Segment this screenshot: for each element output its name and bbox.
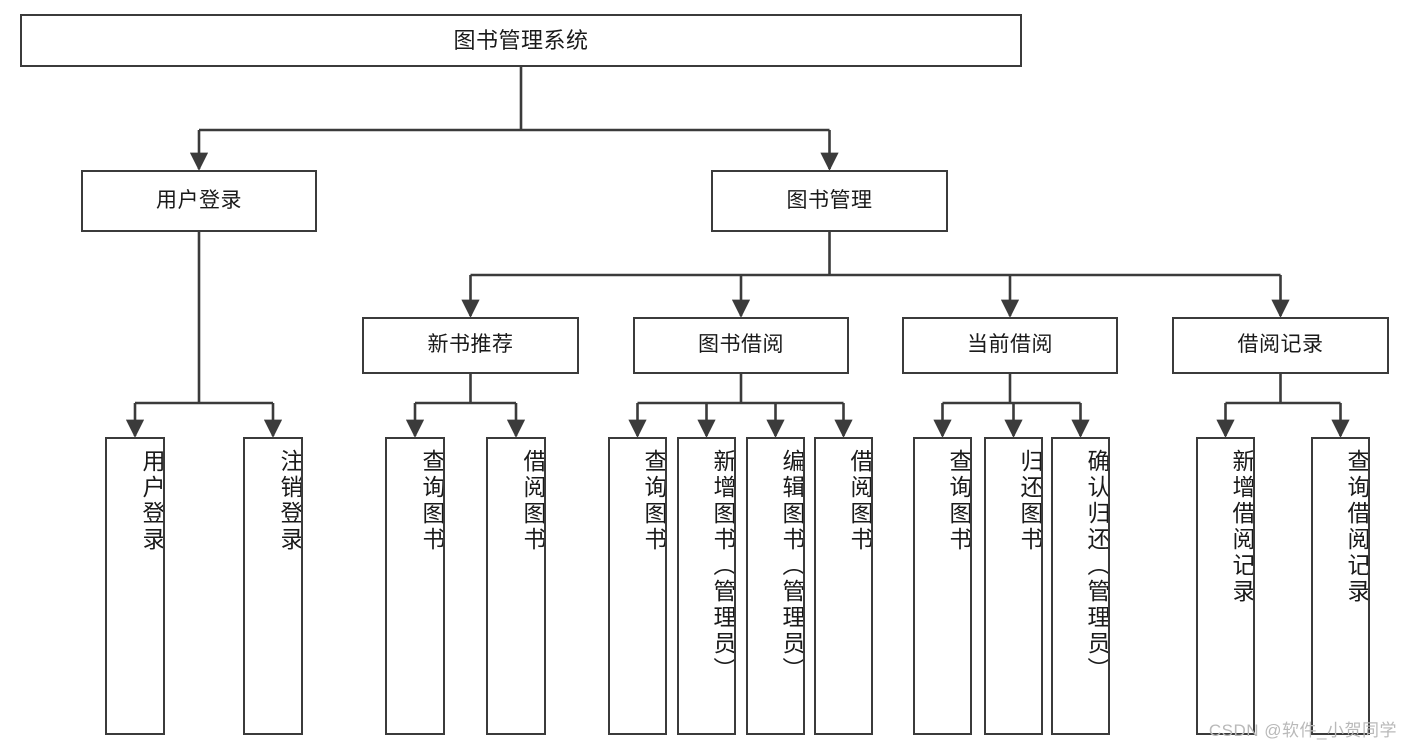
node-label: 图书管理系统	[453, 27, 589, 53]
node-leaf-borrow-book-recommend[interactable]: 借阅图书	[486, 437, 546, 735]
node-leaf-query-book-recommend[interactable]: 查询图书	[385, 437, 445, 735]
node-leaf-query-book-current[interactable]: 查询图书	[913, 437, 972, 735]
node-new-book-recommend[interactable]: 新书推荐	[362, 317, 579, 374]
node-label: 新书推荐	[427, 333, 514, 357]
node-label: 查询图书	[946, 449, 972, 553]
node-label: 注销登录	[277, 449, 303, 553]
node-leaf-borrow-book[interactable]: 借阅图书	[814, 437, 873, 735]
node-leaf-user-login[interactable]: 用户登录	[105, 437, 165, 735]
node-label: 新增图书（管理员）	[710, 449, 736, 683]
node-leaf-edit-book-admin[interactable]: 编辑图书（管理员）	[746, 437, 805, 735]
node-label: 新增借阅记录	[1229, 449, 1255, 605]
node-label: 借阅记录	[1237, 333, 1324, 357]
node-borrow-record[interactable]: 借阅记录	[1172, 317, 1389, 374]
node-leaf-add-book-admin[interactable]: 新增图书（管理员）	[677, 437, 736, 735]
node-label: 查询借阅记录	[1344, 449, 1370, 605]
node-label: 图书管理	[786, 188, 873, 212]
node-root[interactable]: 图书管理系统	[20, 14, 1022, 67]
node-book-borrow[interactable]: 图书借阅	[633, 317, 849, 374]
node-label: 查询图书	[641, 449, 667, 553]
node-label: 图书借阅	[698, 333, 784, 357]
node-label: 确认归还（管理员）	[1084, 449, 1110, 683]
node-label: 借阅图书	[520, 449, 546, 553]
node-user-login[interactable]: 用户登录	[81, 170, 317, 232]
node-label: 用户登录	[139, 449, 165, 553]
node-label: 借阅图书	[847, 449, 873, 553]
node-leaf-add-borrow-record[interactable]: 新增借阅记录	[1196, 437, 1255, 735]
node-leaf-logout[interactable]: 注销登录	[243, 437, 303, 735]
node-label: 用户登录	[156, 188, 242, 212]
node-label: 归还图书	[1017, 449, 1043, 553]
node-label: 查询图书	[419, 449, 445, 553]
node-leaf-query-borrow-record[interactable]: 查询借阅记录	[1311, 437, 1370, 735]
node-leaf-return-book[interactable]: 归还图书	[984, 437, 1043, 735]
node-current-borrow[interactable]: 当前借阅	[902, 317, 1118, 374]
node-book-manage[interactable]: 图书管理	[711, 170, 948, 232]
node-leaf-query-book-borrow[interactable]: 查询图书	[608, 437, 667, 735]
watermark-text: CSDN @软件_小贺同学	[1208, 721, 1397, 740]
node-label: 当前借阅	[967, 333, 1053, 357]
node-label: 编辑图书（管理员）	[779, 449, 805, 683]
node-leaf-confirm-return-admin[interactable]: 确认归还（管理员）	[1051, 437, 1110, 735]
